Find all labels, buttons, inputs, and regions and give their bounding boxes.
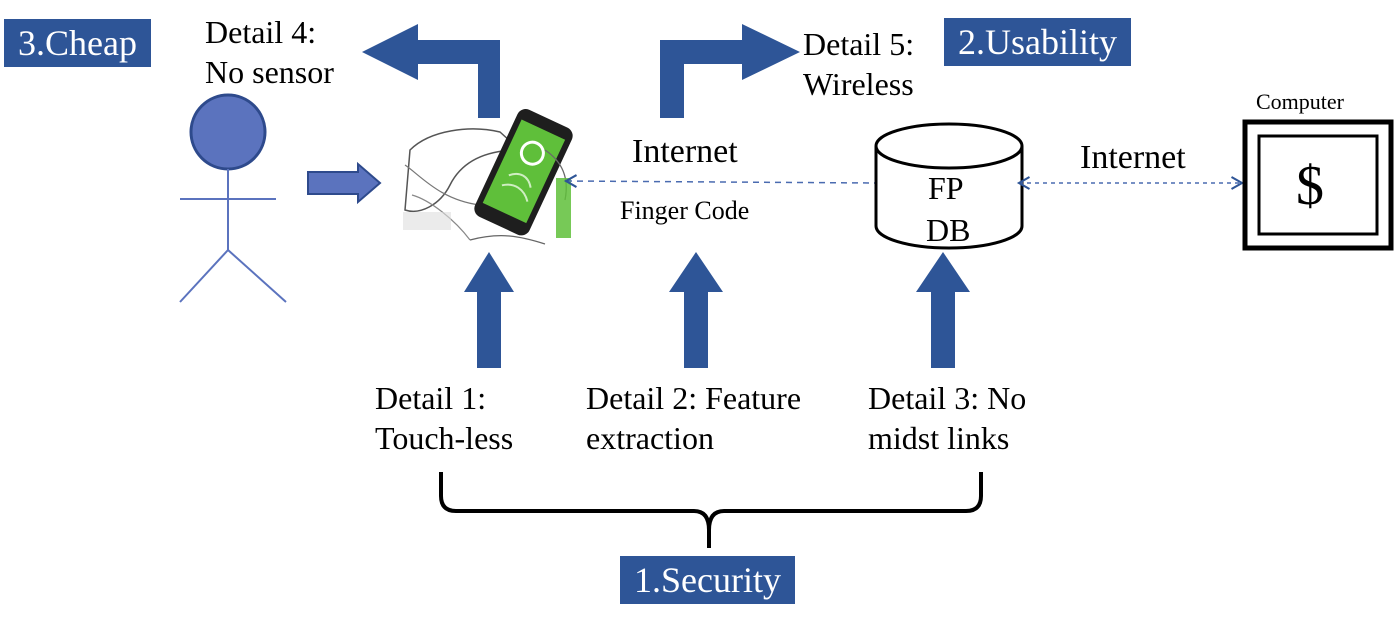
detail-3-text: midst links bbox=[868, 420, 1010, 456]
person-icon bbox=[179, 93, 287, 303]
category-security: 1.Security bbox=[620, 556, 795, 604]
dashed-link-phone-db bbox=[563, 174, 877, 188]
detail-4-text: No sensor bbox=[205, 54, 334, 90]
security-brace bbox=[439, 472, 983, 548]
computer-label: Computer bbox=[1256, 89, 1344, 114]
category-usability: 2.Usability bbox=[944, 18, 1131, 66]
detail-1-title: Detail 1: bbox=[375, 380, 487, 416]
internet-label-right: Internet bbox=[1080, 139, 1186, 176]
detail-3-label: Detail 3: No midst links bbox=[868, 378, 1026, 458]
arrow-detail-1 bbox=[464, 252, 514, 368]
phone-in-hand-icon bbox=[403, 109, 573, 248]
detail-2-text: extraction bbox=[586, 420, 714, 456]
finger-code-label: Finger Code bbox=[620, 196, 750, 225]
arrow-to-detail-5 bbox=[660, 24, 800, 118]
arrow-person-to-phone bbox=[307, 161, 382, 205]
db-label-line2: DB bbox=[926, 212, 971, 248]
detail-4-label: Detail 4: No sensor bbox=[205, 12, 334, 92]
detail-1-text: Touch-less bbox=[375, 420, 514, 456]
detail-3-title: Detail 3: No bbox=[868, 380, 1027, 416]
dollar-icon: $ bbox=[1296, 155, 1324, 217]
detail-2-title: Detail 2: Feature bbox=[586, 380, 802, 416]
arrow-detail-3 bbox=[916, 252, 970, 368]
detail-5-text: Wireless bbox=[803, 66, 914, 102]
detail-5-label: Detail 5: Wireless bbox=[803, 24, 914, 104]
computer-icon bbox=[1242, 119, 1394, 251]
detail-1-label: Detail 1: Touch-less bbox=[375, 378, 513, 458]
arrow-to-detail-4 bbox=[362, 24, 500, 118]
internet-label-left: Internet bbox=[632, 133, 738, 170]
database-icon bbox=[874, 122, 1024, 250]
detail-2-label: Detail 2: Feature extraction bbox=[586, 378, 801, 458]
arrow-detail-2 bbox=[669, 252, 723, 368]
detail-5-title: Detail 5: bbox=[803, 26, 915, 62]
db-label-line1: FP bbox=[928, 170, 964, 206]
category-cheap: 3.Cheap bbox=[4, 19, 151, 67]
detail-4-title: Detail 4: bbox=[205, 14, 317, 50]
